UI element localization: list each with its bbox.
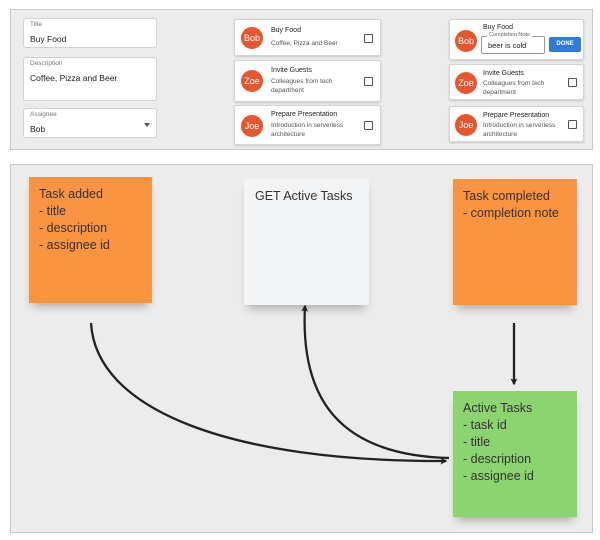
title-value: Buy Food <box>30 34 67 44</box>
sticky-note-get-active-tasks: GET Active Tasks <box>244 179 369 305</box>
description-value: Coffee, Pizza and Beer <box>30 73 118 83</box>
ui-mockup-panel: Title Buy Food Description Coffee, Pizza… <box>10 9 593 150</box>
task-description-line-2: department <box>271 87 304 94</box>
task-description-line-1: Colleagues from tech <box>483 80 545 87</box>
done-button[interactable]: DONE <box>549 37 581 52</box>
avatar: Joe <box>241 115 263 137</box>
task-description-line-1: Introduction in serverless <box>483 122 556 129</box>
task-title: Buy Food <box>271 27 301 34</box>
sticky-line: - title <box>463 435 491 449</box>
task-title: Invite Guests <box>483 70 524 77</box>
assignee-value: Bob <box>30 124 46 134</box>
task-card[interactable]: Joe Prepare Presentation Introduction in… <box>234 105 381 145</box>
sticky-note-task-completed: Task completed - completion note <box>453 179 577 305</box>
sticky-title: Task added <box>39 187 103 201</box>
task-description-line-2: architecture <box>271 131 305 138</box>
sticky-note-task-added: Task added - title - description - assig… <box>29 177 152 303</box>
avatar: Joe <box>455 114 477 136</box>
sticky-line: - assignee id <box>39 238 110 252</box>
complete-checkbox[interactable] <box>568 78 577 87</box>
title-label: Title <box>30 21 43 28</box>
task-title: Prepare Presentation <box>271 111 338 118</box>
task-title: Invite Guests <box>271 67 312 74</box>
avatar: Zoe <box>455 72 477 94</box>
task-description-line-2: architecture <box>483 131 517 138</box>
completion-note-value: beer is cold <box>488 41 527 50</box>
sticky-line: - description <box>39 221 108 235</box>
description-field[interactable]: Description Coffee, Pizza and Beer <box>23 57 157 101</box>
complete-checkbox[interactable] <box>364 77 373 86</box>
task-description-line-1: Introduction in serverless <box>271 122 344 129</box>
task-card[interactable]: Joe Prepare Presentation Introduction in… <box>449 106 584 142</box>
sticky-title: GET Active Tasks <box>255 189 353 203</box>
task-title: Prepare Presentation <box>483 112 550 119</box>
sticky-line: - task id <box>463 418 507 432</box>
task-description-line-1: Colleagues from tech <box>271 78 333 85</box>
sticky-line: - assignee id <box>463 469 534 483</box>
complete-checkbox[interactable] <box>568 120 577 129</box>
arrow-active-tasks-to-get-active <box>301 304 450 460</box>
title-field[interactable]: Title Buy Food <box>23 18 157 48</box>
task-title: Buy Food <box>483 24 513 31</box>
task-description: Coffee, Pizza and Beer <box>271 40 338 47</box>
event-diagram-panel: Task added - title - description - assig… <box>10 164 593 533</box>
task-card[interactable]: Bob Buy Food Coffee, Pizza and Beer <box>234 19 381 56</box>
sticky-note-active-tasks: Active Tasks - task id - title - descrip… <box>453 391 577 517</box>
sticky-title: Active Tasks <box>463 401 533 415</box>
sticky-line: - title <box>39 204 67 218</box>
complete-checkbox[interactable] <box>364 34 373 43</box>
description-label: Description <box>30 60 63 67</box>
dropdown-caret-icon[interactable] <box>144 123 150 127</box>
arrow-task-added-to-active-tasks <box>89 322 448 465</box>
sticky-line: - completion note <box>463 206 559 220</box>
completion-note-label: Completion Note <box>487 32 532 38</box>
assignee-label: Assignee <box>30 111 57 118</box>
avatar: Bob <box>455 30 477 52</box>
sticky-title: Task completed <box>463 189 550 203</box>
sticky-line: - description <box>463 452 532 466</box>
avatar: Bob <box>241 27 263 49</box>
assignee-select[interactable]: Assignee Bob <box>23 108 157 138</box>
task-card[interactable]: Zoe Invite Guests Colleagues from tech d… <box>449 64 584 100</box>
task-card-completing[interactable]: Bob Buy Food Completion Note beer is col… <box>449 19 584 60</box>
task-description-line-2: department <box>483 89 516 96</box>
completion-note-input[interactable]: Completion Note beer is cold <box>481 32 545 54</box>
complete-checkbox[interactable] <box>364 121 373 130</box>
avatar: Zoe <box>241 70 263 92</box>
task-card[interactable]: Zoe Invite Guests Colleagues from tech d… <box>234 60 381 102</box>
